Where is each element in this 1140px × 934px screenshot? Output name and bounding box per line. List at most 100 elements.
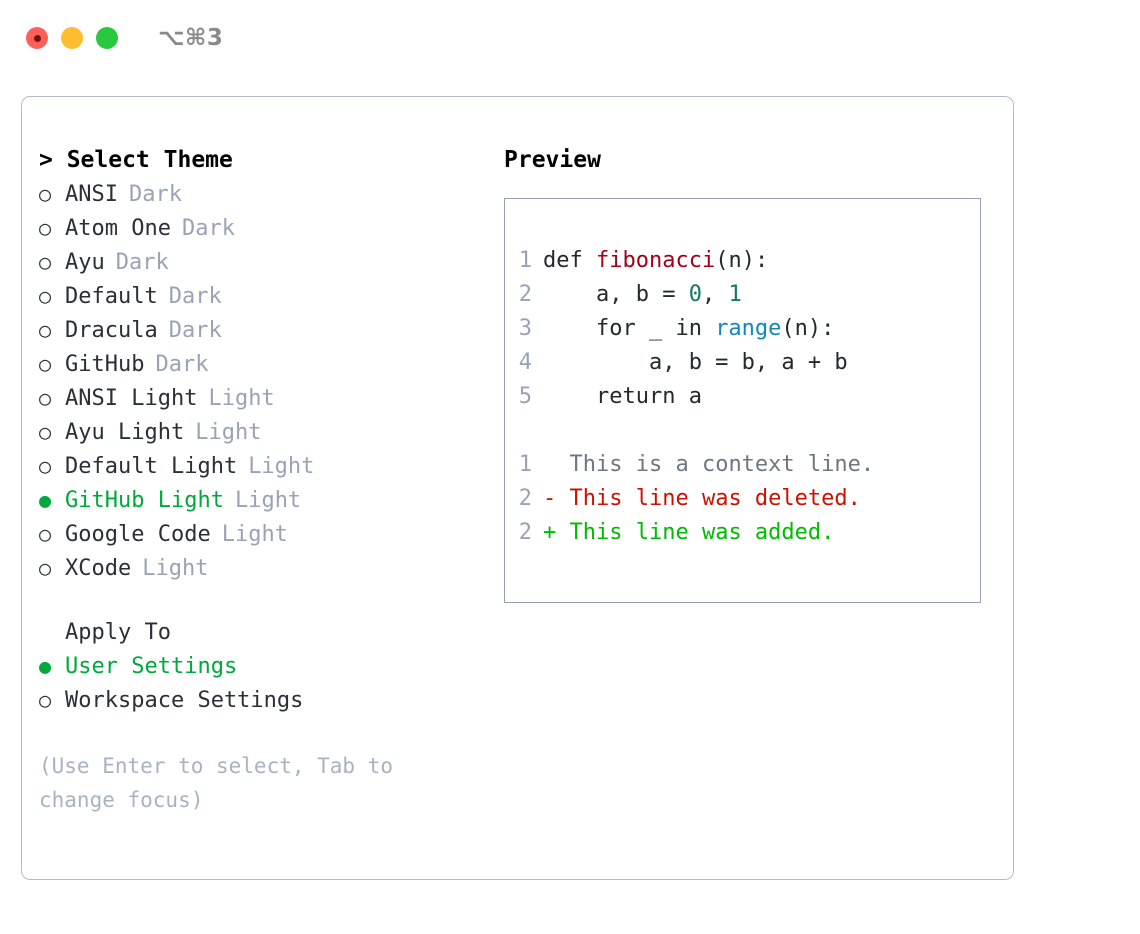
diff-text: This line was added. [569, 520, 835, 545]
theme-name: GitHub [65, 352, 145, 377]
theme-list-item[interactable]: ○ ANSI Dark [39, 177, 492, 211]
theme-variant-badge: Dark [168, 284, 222, 309]
code-content: def fibonacci(n): [543, 244, 768, 278]
radio-icon[interactable]: ○ [39, 688, 52, 712]
theme-name: Default [65, 284, 158, 309]
apply-to-list[interactable]: ● User Settings ○ Workspace Settings [39, 649, 492, 717]
close-button[interactable] [26, 27, 48, 49]
radio-icon[interactable]: ○ [39, 284, 52, 308]
theme-list-item[interactable]: ○ Default Dark [39, 279, 492, 313]
theme-variant-badge: Dark [168, 318, 222, 343]
theme-variant-badge: Dark [128, 182, 182, 207]
theme-name: Atom One [65, 216, 171, 241]
code-diff-separator [505, 414, 980, 448]
code-content: a, b = b, a + b [543, 346, 848, 380]
theme-name: Google Code [65, 522, 211, 547]
theme-list-item[interactable]: ○ Ayu Light Light [39, 415, 492, 449]
diff-marker: + [543, 520, 570, 545]
selected-radio-icon[interactable]: ● [39, 654, 52, 678]
theme-name: Default Light [65, 454, 238, 479]
code-token: , [701, 282, 729, 307]
theme-name: Ayu Light [65, 420, 185, 445]
radio-icon[interactable]: ○ [39, 182, 52, 206]
diff-marker: - [543, 486, 570, 511]
theme-variant-badge: Light [221, 522, 288, 547]
keyboard-hint: (Use Enter to select, Tab to change focu… [39, 754, 394, 812]
theme-variant-badge: Light [208, 386, 275, 411]
line-number: 2 [518, 520, 532, 545]
theme-variant-badge: Light [195, 420, 262, 445]
code-token: (n): [715, 248, 769, 273]
code-token: for _ in [543, 316, 716, 341]
radio-icon[interactable]: ○ [39, 420, 52, 444]
theme-list-item[interactable]: ○ Dracula Dark [39, 313, 492, 347]
theme-variant-badge: Light [234, 488, 302, 513]
page-title: > Select Theme [39, 147, 233, 173]
code-line: 2 a, b = 0, 1 [505, 278, 980, 312]
apply-to-header: ○ Apply To [39, 615, 492, 649]
diff-line: 2- This line was deleted. [505, 482, 980, 516]
preview-title: Preview [504, 147, 601, 173]
line-number: 2 [518, 282, 532, 307]
radio-icon[interactable]: ○ [39, 522, 52, 546]
radio-icon[interactable]: ○ [39, 454, 52, 478]
line-number: 1 [518, 452, 532, 477]
code-token: a, b = [543, 282, 689, 307]
code-token: return a [543, 384, 702, 409]
code-token: fibonacci [595, 248, 716, 273]
code-content: a, b = 0, 1 [543, 278, 742, 312]
traffic-light-buttons [26, 27, 118, 49]
theme-variant-badge: Dark [155, 352, 209, 377]
code-line: 5 return a [505, 380, 980, 414]
radio-icon[interactable]: ○ [39, 352, 52, 376]
code-token: 0 [688, 282, 702, 307]
diff-marker [543, 448, 570, 482]
radio-icon[interactable]: ○ [39, 318, 52, 342]
minimize-button[interactable] [61, 27, 83, 49]
code-content: return a [543, 380, 702, 414]
line-number: 5 [518, 384, 532, 409]
theme-list-item[interactable]: ○ Google Code Light [39, 517, 492, 551]
theme-variant-badge: Light [142, 556, 209, 581]
apply-to-option[interactable]: ○ Workspace Settings [39, 683, 492, 717]
window-titlebar: ⌥⌘3 [0, 0, 1140, 76]
code-token: def [543, 248, 596, 273]
line-number: 1 [518, 248, 532, 273]
radio-icon[interactable]: ○ [39, 216, 52, 240]
apply-to-label: Apply To [65, 620, 171, 645]
apply-to-option-label: Workspace Settings [65, 688, 304, 713]
line-number: 3 [518, 316, 532, 341]
radio-icon[interactable]: ○ [39, 556, 52, 580]
code-token: a, b = b, a + b [543, 350, 848, 375]
maximize-button[interactable] [96, 27, 118, 49]
radio-icon[interactable]: ○ [39, 386, 52, 410]
theme-list-item[interactable]: ○ GitHub Dark [39, 347, 492, 381]
diff-text: This is a context line. [569, 452, 875, 477]
code-line: 3 for _ in range(n): [505, 312, 980, 346]
code-token: range [715, 316, 782, 341]
selected-radio-icon[interactable]: ● [39, 488, 52, 512]
radio-icon[interactable]: ○ [39, 250, 52, 274]
theme-name: ANSI [65, 182, 118, 207]
theme-name: Ayu [65, 250, 105, 275]
apply-to-option[interactable]: ● User Settings [39, 649, 492, 683]
theme-name: GitHub Light [65, 488, 224, 513]
diff-line: 1 This is a context line. [505, 448, 980, 482]
diff-line: 2 + This line was added. [505, 516, 980, 550]
diff-text: This line was deleted. [569, 486, 861, 511]
theme-name: Dracula [65, 318, 158, 343]
apply-to-option-label: User Settings [65, 654, 238, 679]
keyboard-shortcut-label: ⌥⌘3 [158, 25, 224, 51]
theme-list-item[interactable]: ● GitHub Light Light [39, 483, 492, 517]
